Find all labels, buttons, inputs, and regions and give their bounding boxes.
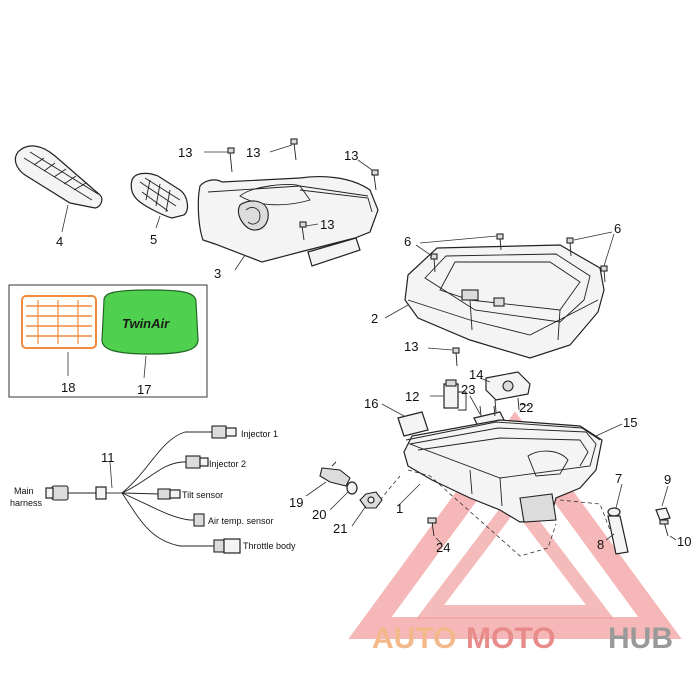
harness-labels: Main harness Injector 1 Injector 2 Tilt … — [10, 429, 296, 551]
callout-17: 17 — [137, 382, 151, 397]
callout-13-c: 13 — [344, 148, 358, 163]
part-3-airbox-cover — [197, 176, 379, 271]
callout-5: 5 — [150, 232, 157, 247]
callout-13-d: 13 — [320, 217, 334, 232]
part-20-o-ring — [329, 481, 358, 511]
callout-1: 1 — [396, 501, 403, 516]
screw-6-c — [566, 237, 574, 257]
callout-13-e: 13 — [404, 339, 418, 354]
screw-6-b — [496, 233, 504, 251]
callout-14: 14 — [469, 367, 483, 382]
callout-24: 24 — [436, 540, 450, 555]
connector-injector-1 — [211, 425, 237, 439]
connector-tilt-sensor — [157, 488, 181, 500]
part-8-hose — [605, 515, 629, 555]
callout-21: 21 — [333, 521, 347, 536]
callout-3: 3 — [214, 266, 221, 281]
small-bolts — [479, 405, 496, 417]
connector-throttle-body — [213, 538, 241, 554]
filter-kit-box: TwinAir — [8, 284, 208, 398]
watermark-triangle-outer — [348, 411, 682, 639]
part-14-sensor-block — [479, 371, 531, 401]
label-air-temp-sensor: Air temp. sensor — [208, 516, 274, 526]
callout-9: 9 — [664, 472, 671, 487]
connector-air-temp — [193, 513, 205, 527]
callout-6-a: 6 — [404, 234, 411, 249]
part-5-intake-grille — [130, 172, 189, 229]
callout-2: 2 — [371, 311, 378, 326]
screws-6 — [415, 231, 615, 283]
part-18-filter-frame — [21, 295, 97, 376]
part-2-airbox-frame — [384, 244, 605, 359]
callout-13-b: 13 — [246, 145, 260, 160]
callout-4: 4 — [56, 234, 63, 249]
watermark-word-moto: MOTO — [466, 622, 555, 655]
part-19-temp-sensor — [305, 461, 351, 497]
screws-13-cover — [204, 138, 379, 241]
screw-13-d — [299, 221, 319, 241]
callout-20: 20 — [312, 507, 326, 522]
callout-7: 7 — [615, 471, 622, 486]
watermark-word-auto: AUTO — [372, 622, 456, 655]
callout-18: 18 — [61, 380, 75, 395]
callout-16: 16 — [364, 396, 378, 411]
callout-6-b: 6 — [614, 221, 621, 236]
part-16-block — [381, 403, 429, 437]
part-15-seal — [405, 421, 623, 441]
label-injector-1: Injector 1 — [241, 429, 278, 439]
part-10-screw — [659, 519, 677, 541]
callout-22: 22 — [519, 400, 533, 415]
part-22-bolt — [494, 397, 531, 413]
connector-injector-2 — [185, 455, 209, 469]
screw-6-a — [430, 253, 438, 273]
label-main-harness-line2: harness — [10, 498, 43, 508]
label-tilt-sensor: Tilt sensor — [182, 490, 223, 500]
screw-13-e — [427, 347, 460, 367]
callout-15: 15 — [623, 415, 637, 430]
part-1-lower-airbox — [397, 419, 603, 523]
label-main-harness-line1: Main — [14, 486, 34, 496]
watermark-logo — [348, 411, 682, 639]
part-1-dashed-guides — [379, 469, 611, 557]
part-7-clamp — [607, 483, 623, 517]
callout-labels: 4 5 3 13 13 13 13 6 6 2 13 14 12 23 22 1… — [56, 145, 691, 555]
callout-11: 11 — [101, 450, 115, 465]
callout-12: 12 — [405, 389, 419, 404]
label-throttle-body: Throttle body — [243, 541, 296, 551]
watermark-triangle-inner — [415, 488, 615, 619]
screw-13-b — [269, 138, 298, 161]
part-21-grommet — [351, 491, 383, 527]
callout-19: 19 — [289, 495, 303, 510]
callout-13-a: 13 — [178, 145, 192, 160]
part-11-wiring-harness — [45, 425, 241, 554]
screw-13-a — [204, 147, 235, 173]
part-12-sensor — [430, 379, 467, 411]
watermark-text: AUTO MOTO HUB — [372, 622, 673, 655]
callout-10: 10 — [677, 534, 691, 549]
watermark-word-hub: HUB — [608, 622, 673, 655]
label-injector-2: Injector 2 — [209, 459, 246, 469]
filter-brand-logo: TwinAir — [122, 316, 170, 331]
part-9-clip — [655, 485, 671, 521]
part-17-filter-element: TwinAir — [101, 289, 199, 379]
screw-13-c — [357, 159, 379, 191]
callout-8: 8 — [597, 537, 604, 552]
part-4-intake-duct — [14, 145, 103, 233]
callout-23: 23 — [461, 382, 475, 397]
part-24-screw — [427, 517, 443, 545]
